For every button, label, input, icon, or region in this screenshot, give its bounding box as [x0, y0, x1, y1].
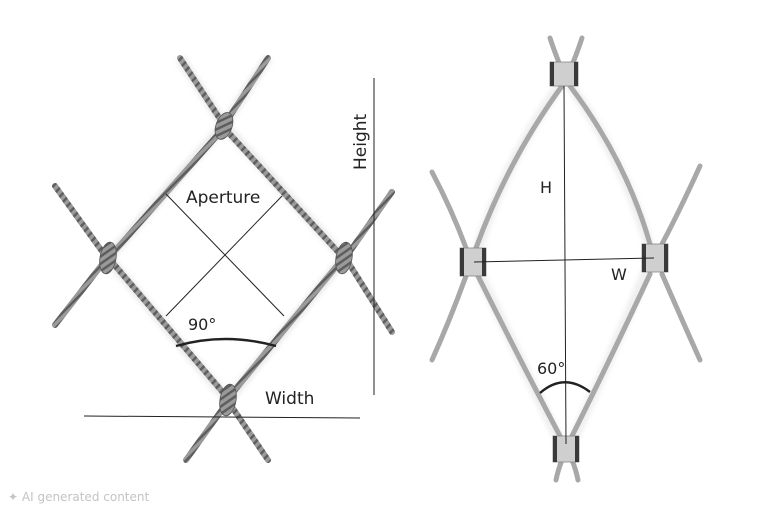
knot-right	[335, 241, 353, 275]
angle-arc-60	[539, 381, 591, 394]
w-label: W	[611, 265, 627, 284]
ferrules	[459, 61, 669, 463]
wire-knots	[99, 112, 353, 417]
angle-arc-90	[175, 337, 277, 348]
ferruled-mesh-diagram: H W 60°	[429, 35, 703, 483]
knot-bottom	[219, 383, 237, 417]
angle-60-label: 60°	[537, 359, 565, 378]
ferrule-top	[549, 61, 579, 87]
width-label: Width	[265, 389, 314, 409]
height-label: Height	[351, 113, 371, 170]
watermark-text: AI generated content	[21, 490, 150, 504]
aperture-diagonal-2	[165, 195, 283, 317]
ai-sparkle-icon: ✦	[8, 490, 19, 504]
aperture-label: Aperture	[186, 188, 260, 208]
ferruled-wire-strands	[429, 35, 703, 483]
ai-watermark: ✦ AI generated content	[8, 490, 149, 504]
knot-top	[214, 112, 234, 140]
angle-90-label: 90°	[188, 315, 216, 334]
w-dimension-line	[473, 257, 655, 263]
width-dimension-line	[83, 415, 361, 419]
wire-strands	[52, 55, 395, 463]
h-dimension-line	[563, 85, 567, 445]
h-label: H	[540, 178, 552, 197]
knotted-mesh-diagram: Aperture 90° Width Height	[52, 55, 395, 463]
knot-left	[99, 241, 117, 275]
